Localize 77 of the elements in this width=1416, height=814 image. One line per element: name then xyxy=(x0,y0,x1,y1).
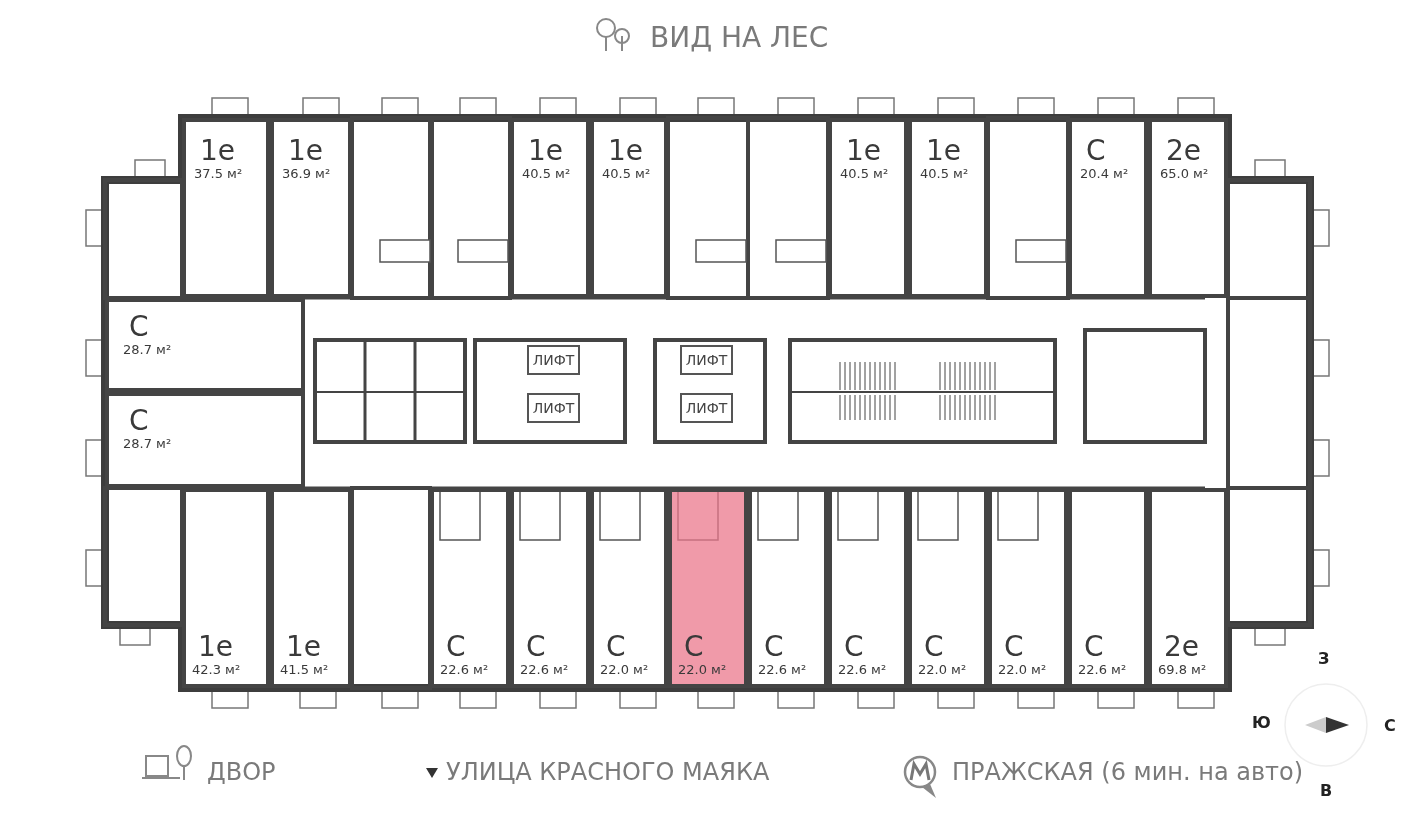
apartment-area: 28.7 м² xyxy=(123,342,301,358)
apartment-area: 22.0 м² xyxy=(998,662,1064,678)
apartment-unit xyxy=(430,488,510,688)
apartment-area: 22.6 м² xyxy=(520,662,586,678)
apartment-area: 65.0 м² xyxy=(1160,166,1224,182)
apartment-type: С xyxy=(606,632,627,662)
apartment-area: 40.5 м² xyxy=(840,166,904,182)
compass-letter: З xyxy=(1318,650,1330,668)
apartment-unit xyxy=(590,118,668,298)
view-label: ВИД НА ЛЕС xyxy=(650,22,829,54)
apartment-area: 22.0 м² xyxy=(678,662,744,678)
apartment-type: 1е xyxy=(198,632,235,662)
apartment-type: С xyxy=(684,632,705,662)
apartment-unit xyxy=(1148,488,1228,688)
apartment-area: 22.6 м² xyxy=(1078,662,1144,678)
apartment-unit xyxy=(270,118,352,298)
apartment-unit xyxy=(182,488,270,688)
apartment-unit xyxy=(590,488,668,688)
lift-box: ЛИФТ xyxy=(680,393,733,423)
apartment-area: 20.4 м² xyxy=(1080,166,1144,182)
compass-letter: Ю xyxy=(1252,714,1271,732)
lift-box: ЛИФТ xyxy=(680,345,733,375)
apartment-type: 2е xyxy=(1164,632,1201,662)
apartment-area: 40.5 м² xyxy=(602,166,664,182)
apartment-area: 40.5 м² xyxy=(522,166,586,182)
apartment-type: 1е xyxy=(286,632,323,662)
apartment-unit xyxy=(908,488,988,688)
apartment-type: С xyxy=(1086,136,1107,166)
apartment-type: 1е xyxy=(926,136,963,166)
apartment-type: С xyxy=(844,632,865,662)
apartment-area: 69.8 м² xyxy=(1158,662,1224,678)
apartment-area: 22.6 м² xyxy=(440,662,506,678)
apartment-unit xyxy=(105,392,305,488)
apartment-type: 2е xyxy=(1166,136,1203,166)
courtyard-label: ДВОР xyxy=(207,758,276,786)
apartment-area: 22.6 м² xyxy=(838,662,904,678)
apartment-unit xyxy=(1068,488,1148,688)
compass-letter: В xyxy=(1320,782,1333,800)
apartment-unit xyxy=(988,488,1068,688)
apartment-unit xyxy=(510,118,590,298)
apartment-type: 1е xyxy=(528,136,565,166)
apartment-type: С xyxy=(129,312,150,342)
apartment-unit xyxy=(1148,118,1228,298)
apartment-area: 41.5 м² xyxy=(280,662,348,678)
apartment-unit xyxy=(908,118,988,298)
apartment-area: 42.3 м² xyxy=(192,662,266,678)
apartment-area: 22.6 м² xyxy=(758,662,824,678)
apartment-type: С xyxy=(924,632,945,662)
metro-station-label: ПРАЖСКАЯ (6 мин. на авто) xyxy=(952,758,1304,786)
apartment-type: С xyxy=(1084,632,1105,662)
apartment-area: 37.5 м² xyxy=(194,166,266,182)
apartment-type: 1е xyxy=(200,136,237,166)
apartment-unit xyxy=(182,118,270,298)
street-label: УЛИЦА КРАСНОГО МАЯКА xyxy=(446,758,770,786)
apartment-area: 36.9 м² xyxy=(282,166,348,182)
apartment-unit xyxy=(828,488,908,688)
apartment-area: 22.0 м² xyxy=(600,662,664,678)
apartment-type: 1е xyxy=(608,136,645,166)
lift-box: ЛИФТ xyxy=(527,393,580,423)
lift-box: ЛИФТ xyxy=(527,345,580,375)
apartment-unit xyxy=(828,118,908,298)
apartment-type: 1е xyxy=(846,136,883,166)
apartment-type: С xyxy=(446,632,467,662)
apartment-type: 1е xyxy=(288,136,325,166)
compass-letter: С xyxy=(1384,717,1396,735)
apartment-area: 28.7 м² xyxy=(123,436,301,452)
apartment-unit xyxy=(748,488,828,688)
apartment-type: С xyxy=(129,406,150,436)
apartment-unit xyxy=(270,488,352,688)
apartment-area: 22.0 м² xyxy=(918,662,984,678)
apartment-unit xyxy=(510,488,590,688)
apartment-unit xyxy=(105,298,305,392)
apartment-type: С xyxy=(764,632,785,662)
apartment-unit xyxy=(1068,118,1148,298)
apartment-area: 40.5 м² xyxy=(920,166,984,182)
apartment-type: С xyxy=(1004,632,1025,662)
apartment-type: С xyxy=(526,632,547,662)
